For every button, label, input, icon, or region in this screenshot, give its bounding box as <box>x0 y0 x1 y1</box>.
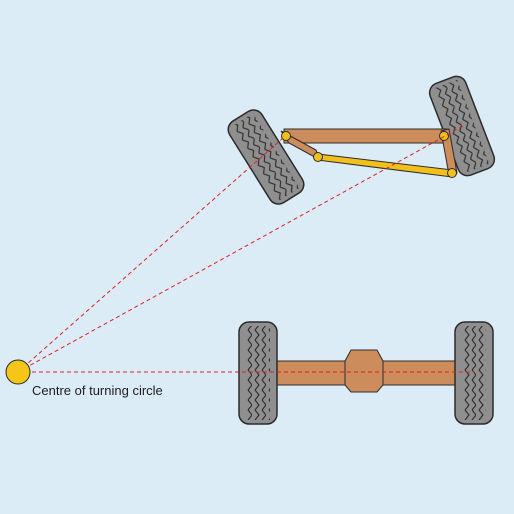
rear-wheel-right <box>454 321 494 425</box>
front-wheel-left <box>227 109 305 205</box>
rear-axle <box>261 349 467 393</box>
linkage-joints <box>281 131 457 178</box>
front-axle-beam <box>283 128 448 144</box>
turning-centre-marker <box>5 359 31 385</box>
turning-radius-lines <box>17 124 474 373</box>
rear-wheel-left <box>238 321 278 425</box>
turning-centre-label: Centre of turning circle <box>32 383 163 398</box>
